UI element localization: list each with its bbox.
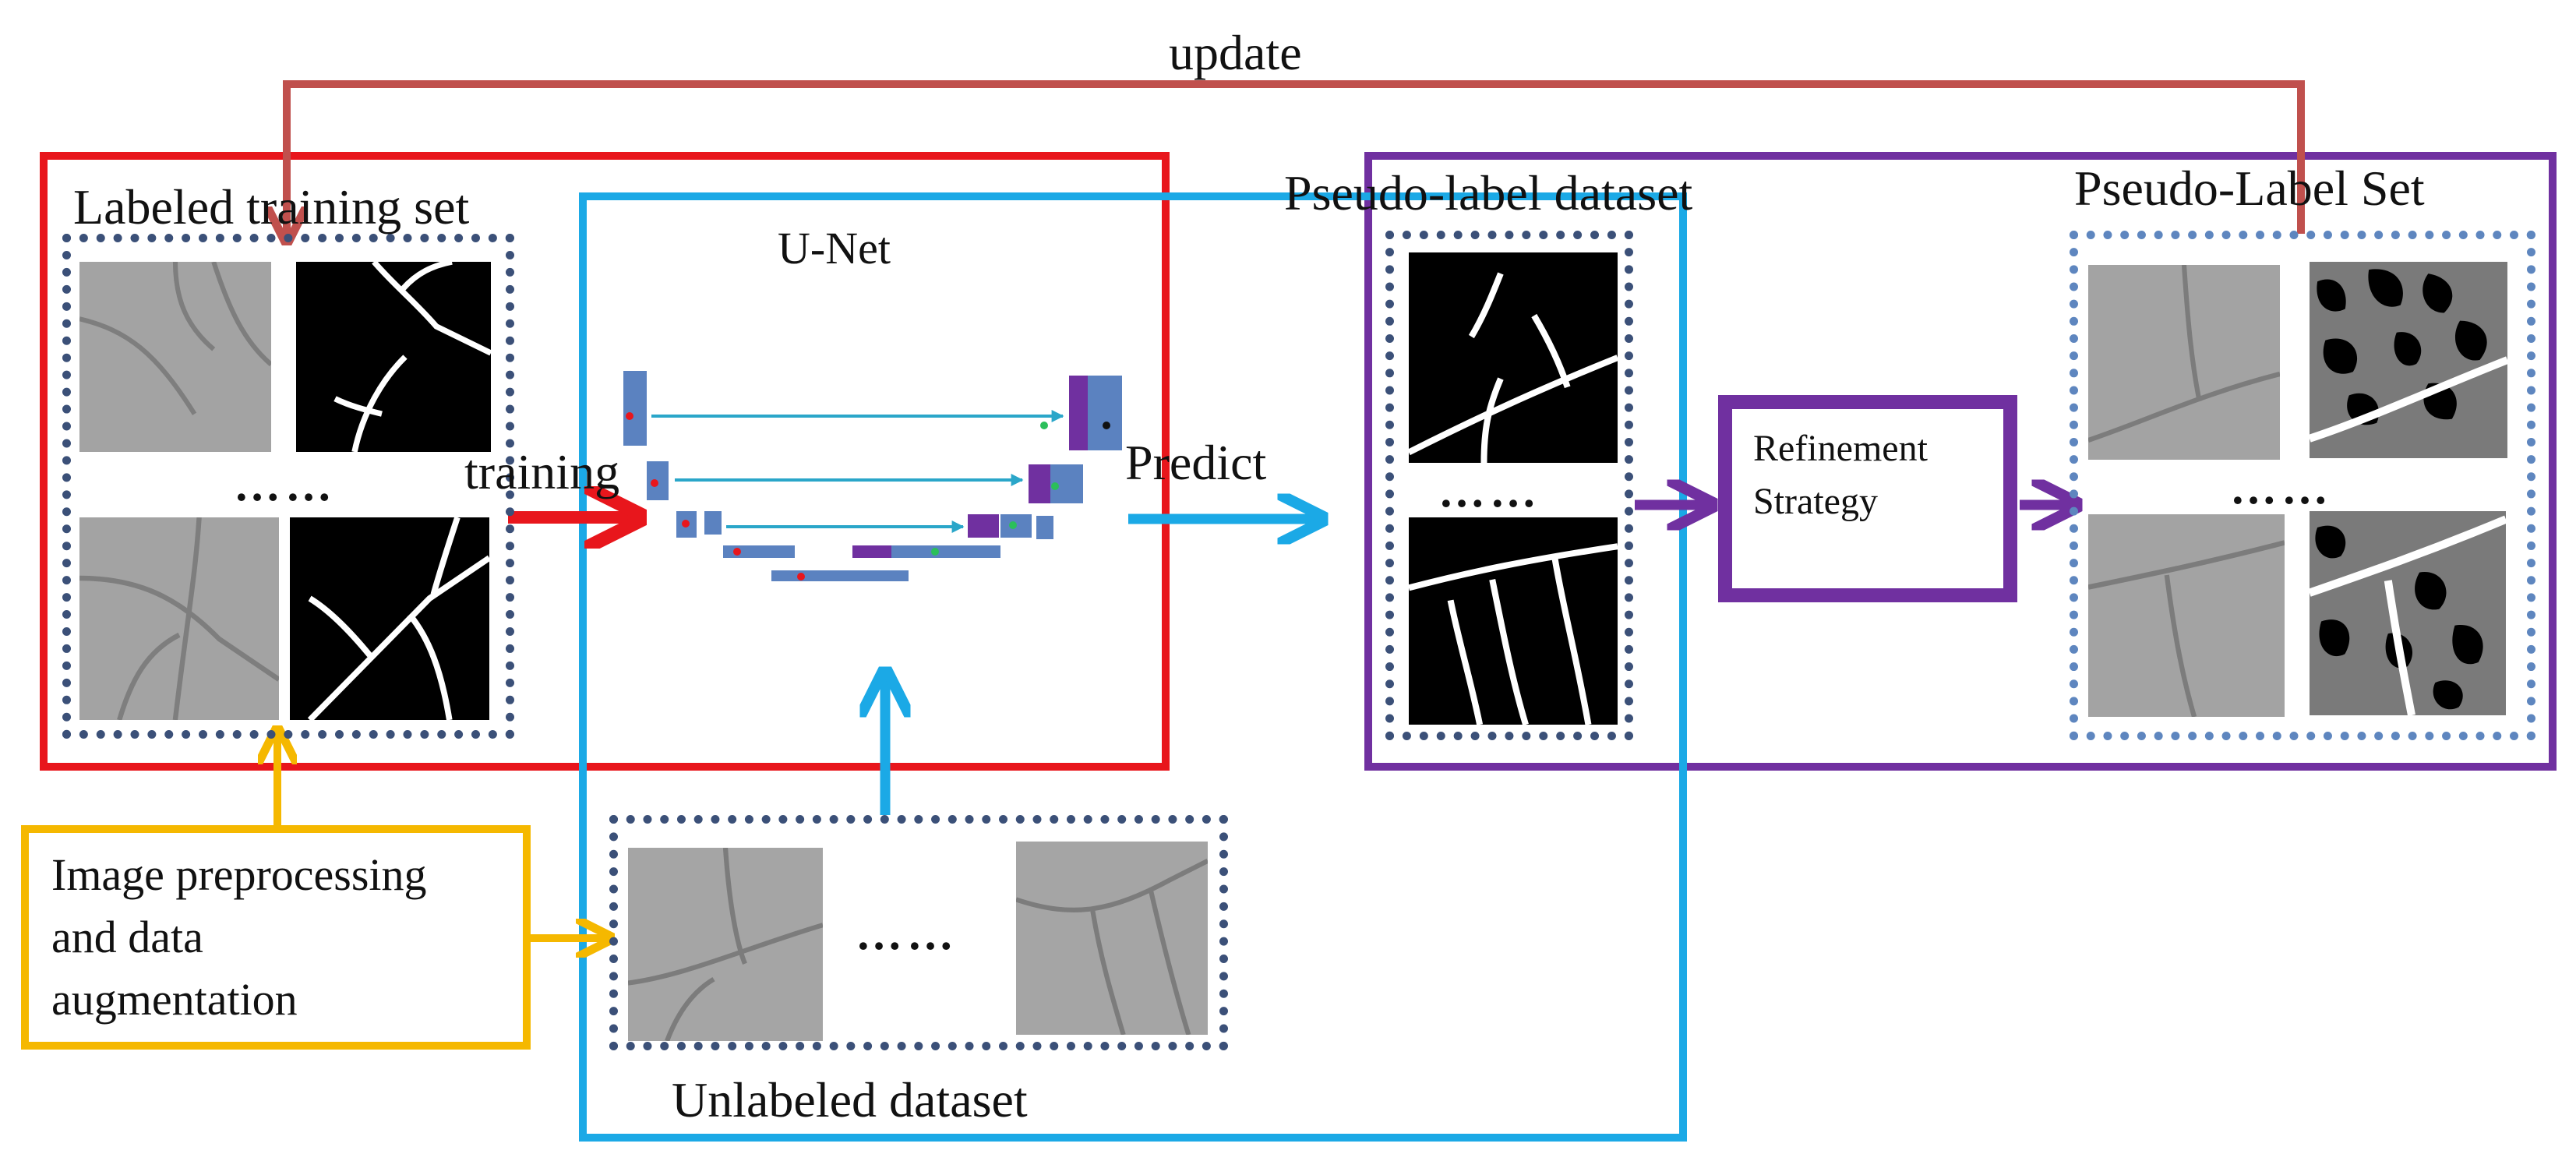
unet-dec-block-3: [968, 514, 999, 538]
pseudo-label-dataset-title: Pseudo-label dataset: [1284, 165, 1693, 221]
pseudo-label-set-title: Pseudo-Label Set: [2074, 161, 2425, 216]
pseudo-set-image-2: [2088, 514, 2285, 717]
labeled-training-set-title: Labeled training set: [73, 179, 470, 235]
unet-enc-block-1: [623, 371, 647, 446]
unet-dot-3: [682, 520, 690, 528]
predict-label: Predict: [1125, 435, 1267, 490]
pseudo-mask-1: [1409, 252, 1618, 463]
labeled-image-2: [79, 517, 279, 720]
unet-dec-block-9: [1088, 376, 1122, 450]
unet-dec-block-8: [1069, 376, 1088, 450]
unet-dot-1: [626, 412, 633, 420]
unet-enc-block-4: [704, 511, 722, 535]
unet-dot-6: [1040, 422, 1048, 429]
pseudo-set-frame: [2070, 231, 2535, 740]
unet-enc-block-5: [723, 545, 795, 558]
update-label: update: [1169, 25, 1302, 80]
update-arrow: [287, 80, 2305, 242]
unet-schematic: [623, 371, 1122, 581]
unet-dot-9: [931, 548, 939, 556]
unet-dec-block-5: [1036, 516, 1053, 539]
unet-dot-7: [1051, 482, 1059, 490]
training-frame-red: [40, 152, 1170, 771]
unet-bottleneck: [771, 570, 909, 581]
unet-dot-10: [1103, 422, 1110, 429]
unlabeled-dataset-title: Unlabeled dataset: [672, 1072, 1028, 1127]
pseudo-label-frame-purple: [1364, 152, 2557, 771]
preprocessing-label-line3: augmentation: [51, 974, 298, 1025]
preprocessing-label-line2: and data: [51, 912, 203, 962]
labeled-image-1: [79, 262, 271, 452]
unlabeled-set-frame: [609, 815, 1228, 1050]
pseudo-dataset-ellipsis: ……: [1438, 465, 1541, 517]
preprocessing-box: [21, 825, 531, 1050]
unet-title: U-Net: [778, 223, 891, 273]
labeled-mask-2: [290, 517, 489, 720]
unlabeled-image-2: [1016, 842, 1208, 1035]
unet-dot-4: [733, 548, 741, 556]
unet-dot-8: [1009, 521, 1017, 529]
unet-dot-5: [797, 573, 805, 580]
pseudo-dataset-frame: [1385, 231, 1633, 740]
pseudo-set-mask-1: [2310, 262, 2507, 458]
labeled-mask-1: [296, 262, 491, 452]
unet-dot-2: [651, 479, 658, 487]
labeled-set-frame: [62, 234, 514, 739]
labeled-set-ellipsis: ……: [234, 459, 337, 510]
refinement-label-line1: Refinement: [1753, 428, 1928, 469]
unet-dec-block-6: [1029, 464, 1050, 503]
unlabeled-set-ellipsis: ……: [856, 908, 958, 959]
refinement-box: [1718, 395, 2017, 602]
refinement-label-line2: Strategy: [1753, 481, 1878, 522]
unet-frame-blue: [579, 192, 1687, 1142]
training-label: training: [464, 444, 620, 499]
pseudo-set-mask-2: [2310, 511, 2506, 715]
unet-dec-block-1: [852, 545, 891, 558]
unet-dec-block-2: [891, 545, 1000, 558]
pseudo-mask-2: [1409, 517, 1618, 725]
preprocessing-label-line1: Image preprocessing: [51, 849, 427, 900]
pseudo-set-ellipsis: ……: [2230, 462, 2333, 513]
pseudo-set-image-1: [2088, 265, 2280, 460]
unlabeled-image-1: [628, 848, 823, 1041]
